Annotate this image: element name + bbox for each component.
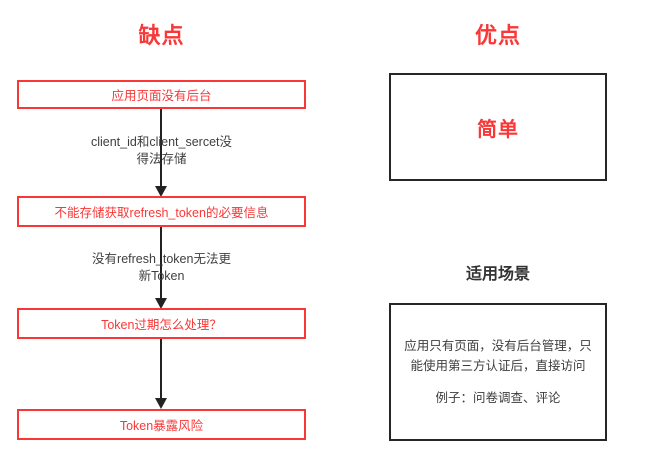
flow-box-token-expiry: Token过期怎么处理？ (17, 308, 306, 339)
cons-title: 缺点 (138, 23, 185, 48)
arrow-head-icon (155, 298, 167, 309)
flow-box-label: Token暴露风险 (119, 419, 204, 433)
flow-box-label: Token过期怎么处理？ (101, 318, 222, 332)
scenario-description: 应用只有页面，没有后台管理，只 能使用第三方认证后，直接访问 (404, 339, 592, 373)
flow-box-token-exposure: Token暴露风险 (17, 409, 306, 440)
arrow-label-no-refresh: 没有refresh_token无法更 新Token (92, 252, 231, 283)
pros-title: 优点 (474, 23, 521, 48)
advantage-label: 简单 (477, 118, 519, 141)
arrow-line-3 (160, 339, 162, 398)
flow-box-label: 应用页面没有后台 (111, 89, 212, 103)
flow-box-label: 不能存储获取refresh_token的必要信息 (54, 206, 269, 220)
flow-box-no-backend: 应用页面没有后台 (17, 80, 306, 109)
arrow-head-icon (155, 186, 167, 197)
scenario-example: 例子：问卷调查、评论 (435, 391, 561, 405)
arrow-label-client-secret: client_id和client_sercet没 得法存储 (90, 135, 233, 166)
arrow-line-1 (160, 109, 162, 186)
arrow-head-icon (155, 398, 167, 409)
advantage-box: 简单 (389, 73, 607, 181)
flow-box-refresh-token-info: 不能存储获取refresh_token的必要信息 (17, 196, 306, 227)
arrow-line-2 (160, 227, 162, 298)
scenario-box: 应用只有页面，没有后台管理，只 能使用第三方认证后，直接访问 例子：问卷调查、评… (389, 303, 607, 441)
scenario-title: 适用场景 (465, 266, 530, 283)
